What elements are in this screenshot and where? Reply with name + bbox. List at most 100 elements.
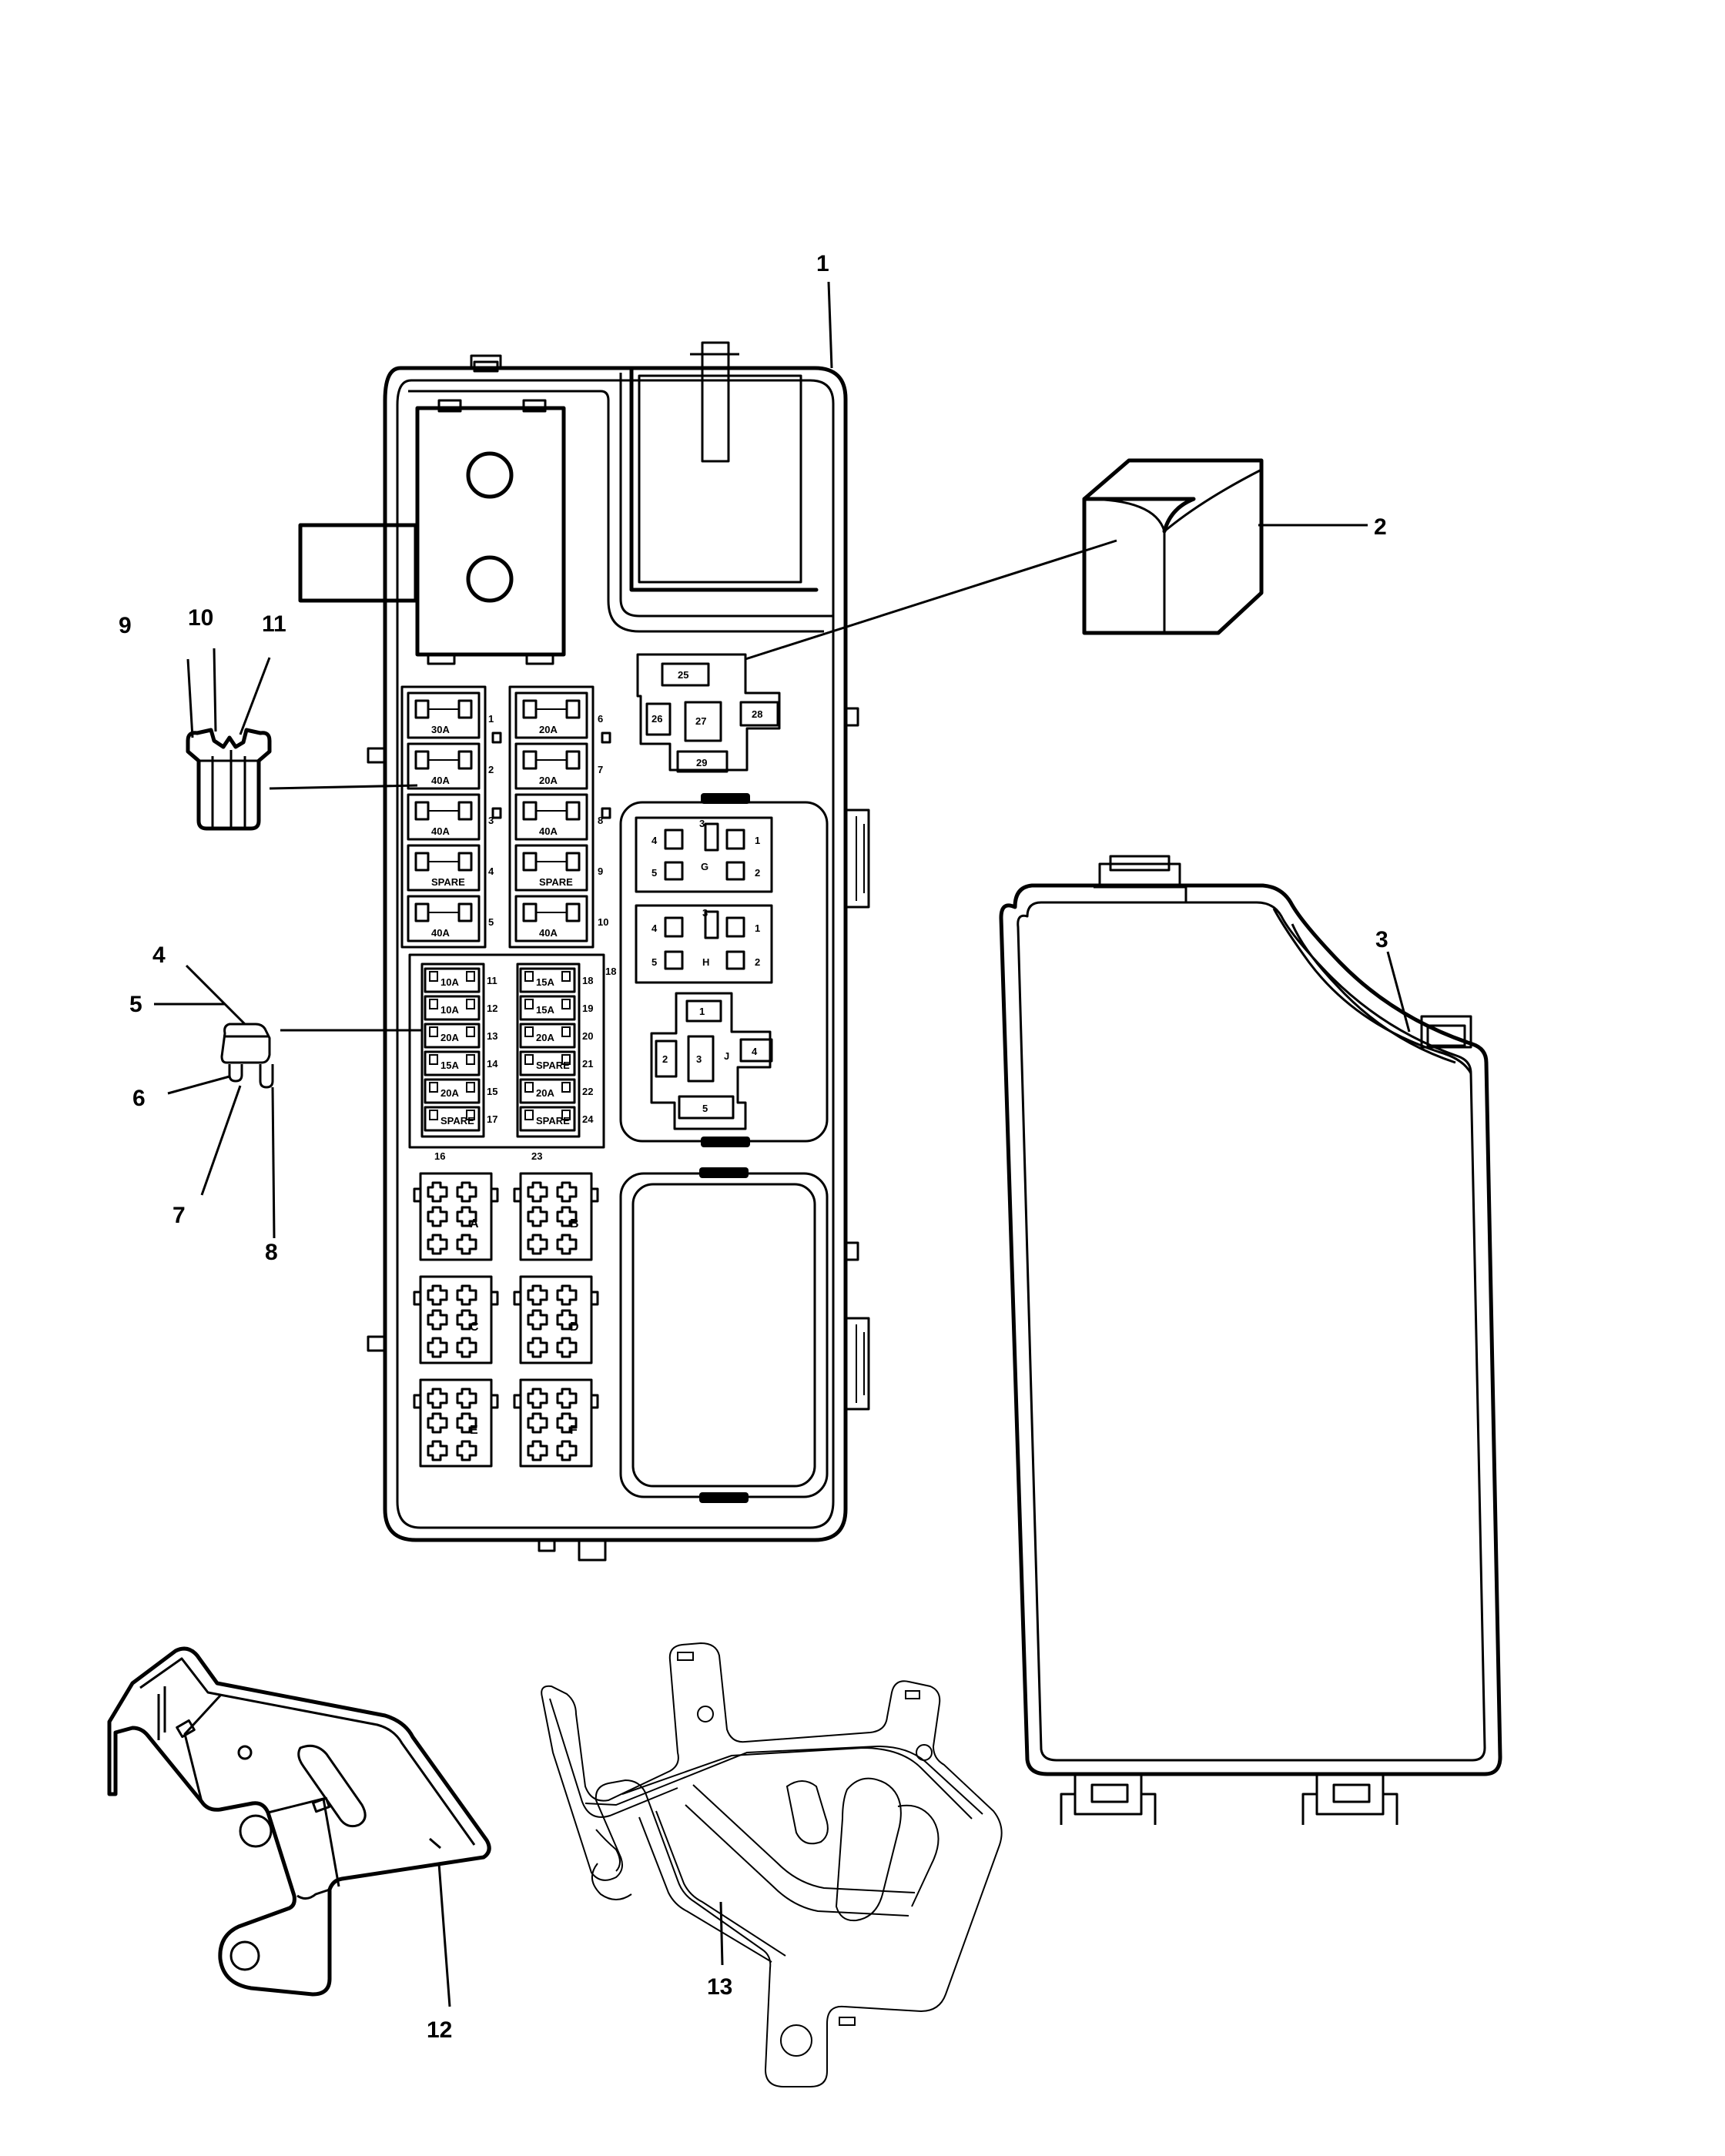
small-terminal [220,1023,274,1089]
callout-12: 12 [427,2017,452,2043]
svg-text:4: 4 [752,1046,758,1057]
fuse-number: 11 [487,975,497,986]
maxi-fuse: 40A 3 [407,793,494,841]
fuse-number-18-top: 18 [605,966,616,977]
fuse-number: 5 [488,916,494,928]
relay-socket-d: D [513,1275,599,1364]
callout-10: 10 [188,605,213,631]
fuse-rating: 40A [539,825,558,837]
fuse-rating: 15A [536,1004,554,1016]
fuse-number: 19 [582,1003,593,1014]
relay-socket-f: F [513,1378,599,1468]
maxi-fuse: 40A 8 [514,793,603,841]
relay-cluster-25-29: 25 26 27 28 29 [636,653,781,773]
fuse-rating: 40A [431,927,450,939]
fuse-number: 6 [598,713,603,725]
fuse-number: 24 [582,1113,594,1125]
maxi-fuse: 20A 7 [514,742,603,790]
callout-9: 9 [119,613,132,638]
fuse-rating: 40A [431,775,450,786]
fuse-rating: SPARE [440,1115,474,1127]
relay-g: 4 5 3 1 2 G [635,816,773,893]
fuse-number: 18 [582,975,593,986]
relay-socket-c: C [413,1275,499,1364]
svg-text:4: 4 [651,835,658,846]
svg-text:2: 2 [662,1053,668,1065]
fuse-rating: 40A [431,825,450,837]
fuse-number: 4 [488,865,494,877]
fuse-rating: SPARE [536,1115,570,1127]
svg-text:1: 1 [755,835,760,846]
fuse-rating: SPARE [539,876,573,888]
socket-letter: F [570,1424,578,1437]
fuse-rating: 20A [539,775,558,786]
fuse-number: 3 [488,815,494,826]
callout-6: 6 [132,1086,146,1111]
fuse-number: 21 [582,1058,593,1070]
callout-3: 3 [1375,927,1388,952]
relay-socket-b: B [513,1172,599,1261]
relay-28-label: 28 [752,708,762,720]
relay-27-label: 27 [695,715,706,727]
fuse-rating: 20A [536,1087,554,1099]
fuse-rating: SPARE [431,876,465,888]
relay-h: 4 5 3 1 2 H [635,904,773,984]
socket-letter: C [470,1321,479,1334]
socket-letter: E [470,1424,478,1437]
fuse-rating: 20A [539,724,558,735]
relay-cube [1082,458,1264,635]
fuse-rating: 20A [536,1032,554,1043]
callout-labels: 1 2 3 4 5 6 7 8 9 10 11 12 13 [119,251,1388,2043]
fuse-number: 20 [582,1030,593,1042]
svg-text:3: 3 [699,818,705,829]
maxi-fuse: 40A 5 [407,895,494,942]
svg-text:3: 3 [702,907,708,919]
callout-1: 1 [816,251,829,276]
svg-text:5: 5 [702,1103,708,1114]
fuse-number: 7 [598,764,603,775]
relay-h-letter: H [702,956,709,968]
fuse-rating: 30A [431,724,450,735]
svg-text:1: 1 [699,1006,705,1017]
leader-lines [154,281,1411,2007]
callout-5: 5 [129,992,142,1017]
fuse-number: 2 [488,764,494,775]
callout-7: 7 [172,1203,186,1228]
callout-11: 11 [262,611,286,637]
mini-fuse: SPARE 24 [519,1106,594,1132]
relay-29-label: 29 [696,757,707,768]
maxi-fuse: 20A 6 [514,691,603,739]
fuse-number-23: 23 [531,1150,542,1162]
fuse-rating: 15A [440,1060,459,1071]
fuse-number: 12 [487,1003,497,1014]
socket-letter: D [570,1321,579,1334]
relay-j-letter: J [724,1050,729,1062]
relay-26-label: 26 [651,713,662,725]
callout-8: 8 [265,1240,278,1265]
callout-2: 2 [1374,514,1387,540]
fuse-number: 13 [487,1030,497,1042]
relay-j: 1 2 3 4 5 J [650,992,773,1130]
mini-fuse: 15A 19 [519,995,593,1021]
socket-letter: B [570,1217,579,1230]
maxi-fuse: SPARE 4 [407,844,494,892]
svg-text:5: 5 [651,867,657,879]
svg-text:2: 2 [755,867,760,879]
relay-g-letter: G [701,861,708,872]
fuse-number: 8 [598,815,603,826]
fuse-number: 10 [598,916,608,928]
mini-fuse: 20A 20 [519,1023,593,1049]
fuse-number-16: 16 [434,1150,445,1162]
